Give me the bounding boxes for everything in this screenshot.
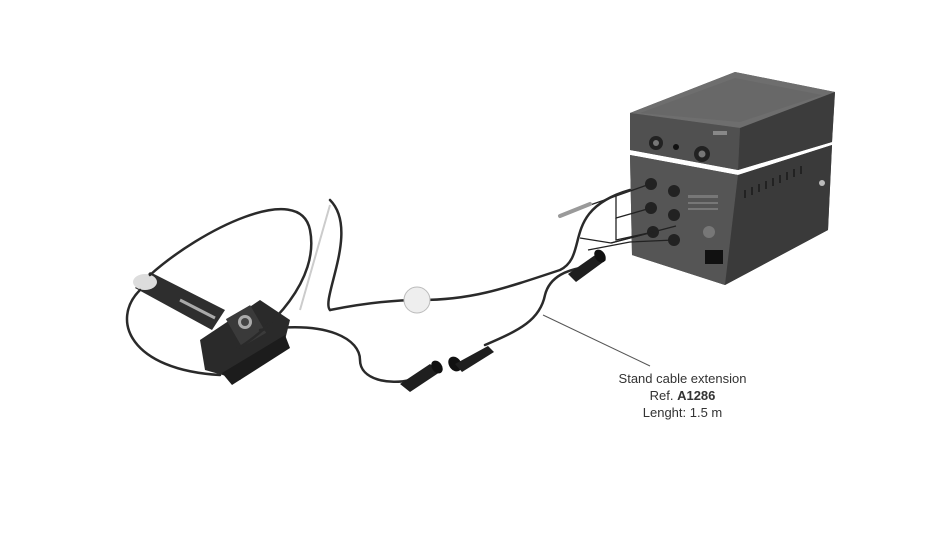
control-unit-bottom (630, 145, 832, 285)
callout-pointer (542, 314, 651, 367)
cable-sleeve (558, 202, 592, 218)
callout-ref-prefix: Ref. (649, 388, 674, 403)
callout-length: Lenght: 1.5 m (642, 405, 723, 420)
control-unit-top (630, 72, 835, 170)
callout-title: Stand cable extension (618, 371, 747, 386)
extension-cable (400, 249, 606, 392)
ferrite-bead (403, 286, 431, 314)
cables (125, 188, 632, 384)
callout-ref-code: A1286 (677, 388, 716, 403)
callout-ref: Ref. A1286 (600, 387, 765, 404)
handpiece (133, 204, 331, 330)
stand-cable-callout: Stand cable extension Ref. A1286 Lenght:… (600, 370, 765, 421)
